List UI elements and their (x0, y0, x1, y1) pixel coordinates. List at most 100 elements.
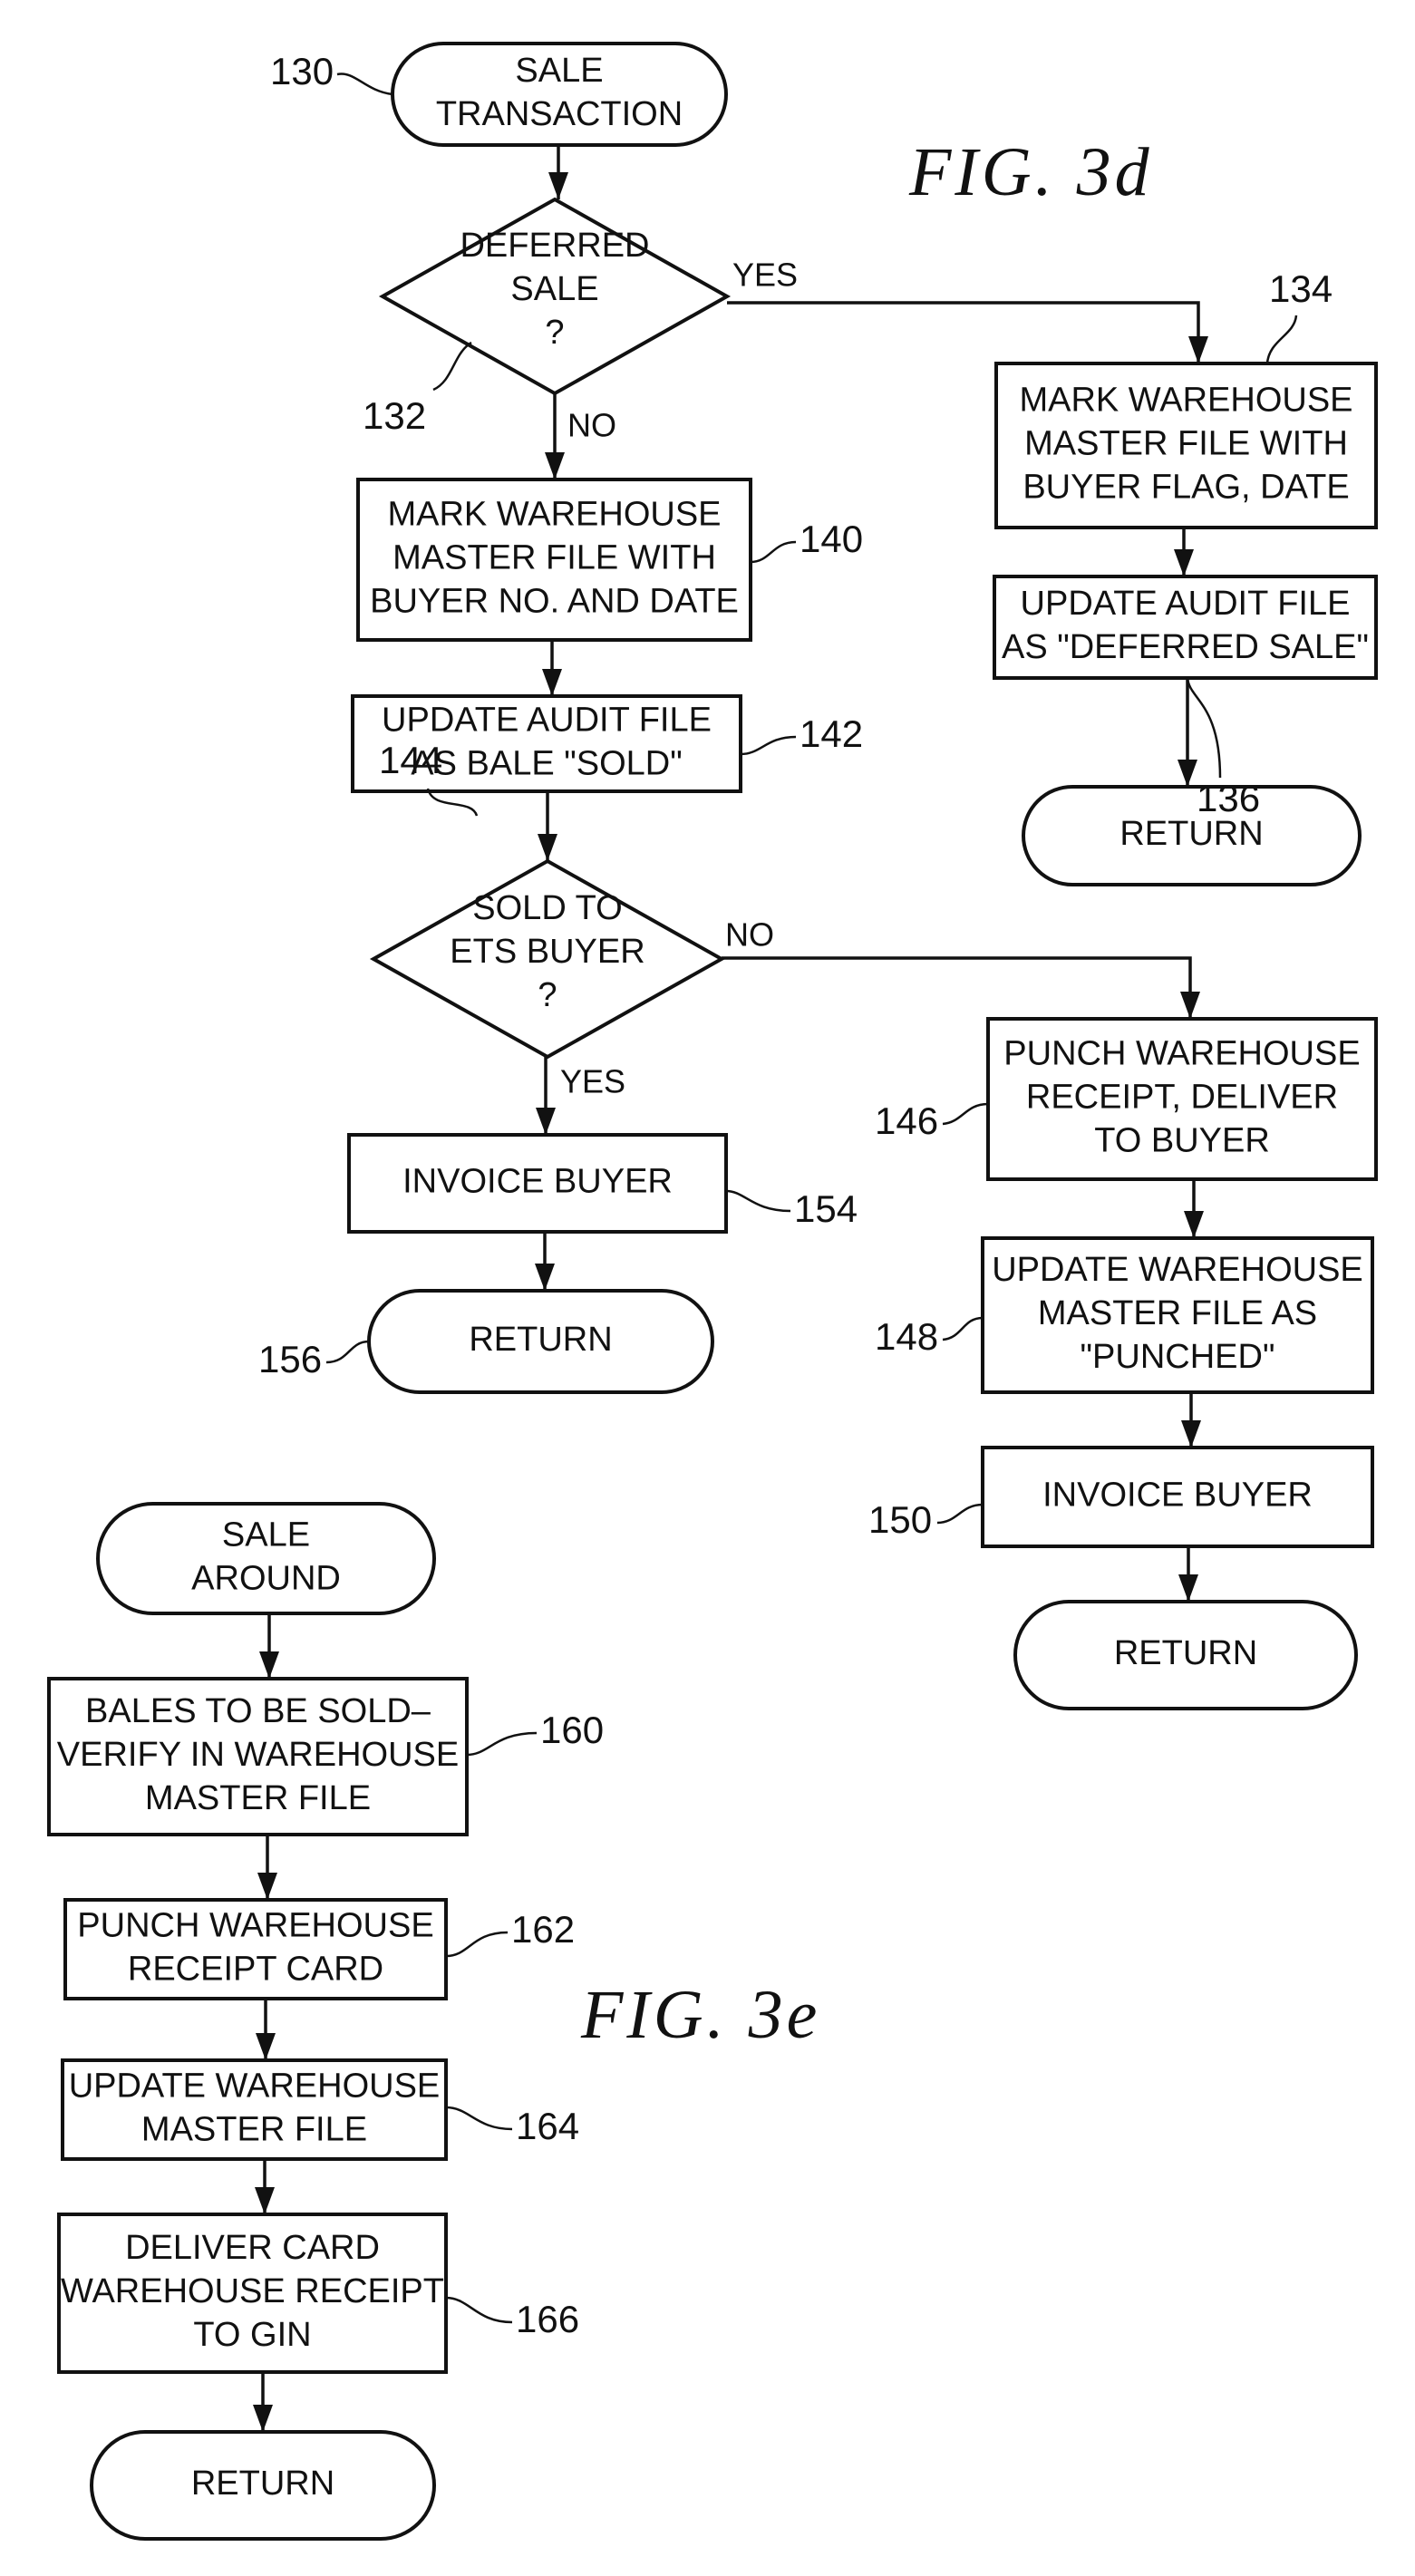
node-text-line: ? (538, 976, 557, 1014)
process-box (993, 575, 1378, 680)
node-text-line: "PUNCHED" (1081, 1338, 1275, 1376)
branch-label-no: NO (567, 407, 616, 444)
flow-node-154-process: INVOICE BUYER (347, 1133, 728, 1234)
reference-numeral-144: 144 (379, 739, 442, 781)
flow-edge-166-to-ret-3e (253, 2372, 273, 2432)
arrowhead-icon (535, 1264, 555, 1291)
arrowhead-icon (1184, 1211, 1204, 1238)
node-text-line: WAREHOUSE RECEIPT (61, 2272, 444, 2310)
arrowhead-icon (536, 1108, 556, 1135)
reference-numeral-156: 156 (258, 1338, 322, 1380)
arrowhead-icon (1178, 1574, 1198, 1602)
reference-numeral-166: 166 (516, 2298, 579, 2340)
node-text-line: MASTER FILE (145, 1779, 371, 1817)
node-text-line: UPDATE AUDIT FILE (1021, 585, 1351, 623)
node-text-line: AS BALE "SOLD" (411, 745, 682, 783)
node-text-line: UPDATE AUDIT FILE (382, 702, 712, 740)
node-text-line: RETURN (1119, 815, 1263, 853)
terminal-pill (1022, 785, 1362, 886)
arrowhead-icon (542, 669, 562, 696)
reference-leader-line (336, 73, 393, 96)
node-text-line: DELIVER CARD (125, 2229, 380, 2267)
reference-numeral-164: 164 (516, 2105, 579, 2147)
terminal-pill (1013, 1600, 1358, 1710)
process-box (981, 1236, 1374, 1394)
reference-leader-line (1186, 677, 1222, 779)
flow-edge-140-to-142 (542, 640, 562, 696)
node-text-line: RETURN (469, 1321, 612, 1359)
flow-edge-142-to-144 (538, 791, 557, 861)
process-box (981, 1446, 1374, 1548)
flow-node-156-terminal: RETURN (367, 1289, 714, 1394)
node-text-line: MASTER FILE (141, 2111, 367, 2149)
branch-label-yes: YES (732, 257, 798, 294)
flow-node-160-process: BALES TO BE SOLD–VERIFY IN WAREHOUSEMAST… (47, 1677, 469, 1836)
node-text-line: PUNCH WAREHOUSE (77, 1907, 433, 1945)
reference-numeral-150: 150 (868, 1498, 932, 1541)
flow-node-162-process: PUNCH WAREHOUSE RECEIPT CARD (63, 1898, 448, 2000)
node-text-line: RETURN (1114, 1634, 1257, 1672)
flow-edge-146-to-148 (1184, 1179, 1204, 1238)
reference-leader-line (466, 1731, 538, 1757)
node-text-line: DEFERRED (460, 227, 649, 265)
node-text-line: UPDATE WAREHOUSE (992, 1251, 1363, 1289)
node-text-line: MASTER FILE WITH (393, 539, 716, 577)
node-text-line: VERIFY IN WAREHOUSE (57, 1736, 459, 1774)
reference-leader-line (445, 2106, 513, 2131)
arrowhead-icon (259, 1651, 279, 1679)
node-text-line: INVOICE BUYER (402, 1163, 673, 1201)
node-text-line: RECEIPT, DELIVER (1026, 1079, 1338, 1117)
decision-diamond (369, 858, 726, 1060)
reference-numeral-132: 132 (363, 394, 426, 437)
reference-leader-line (936, 1503, 984, 1525)
arrowhead-icon (1180, 992, 1200, 1019)
flow-edge-162-to-164 (256, 1999, 276, 2060)
flow-node-ret-3e-terminal: RETURN (90, 2430, 436, 2541)
node-text-line: MASTER FILE WITH (1024, 425, 1348, 463)
arrowhead-icon (1178, 760, 1197, 787)
reference-leader-line (942, 1316, 984, 1341)
process-box (356, 478, 752, 642)
node-text-line: SALE (510, 270, 598, 308)
process-box (57, 2213, 448, 2374)
reference-leader-line (426, 788, 479, 817)
node-text-line: MARK WAREHOUSE (387, 496, 721, 534)
label-layer: FIG. 3d FIG. 3e 130132134136140142144154… (258, 50, 1333, 2340)
reference-leader-line (725, 1189, 791, 1213)
reference-numeral-162: 162 (511, 1908, 575, 1951)
node-text-line: RECEIPT CARD (128, 1951, 383, 1989)
reference-numeral-134: 134 (1269, 267, 1333, 310)
arrowhead-icon (257, 1873, 277, 1900)
node-text-line: ETS BUYER (450, 933, 645, 971)
node-text-line: RETURN (191, 2465, 334, 2503)
process-box (986, 1017, 1378, 1181)
process-box (347, 1133, 728, 1234)
process-box (61, 2058, 448, 2161)
reference-leader-line (740, 735, 797, 756)
flow-edge-132-to-134: YES (727, 257, 1208, 363)
connector-line (722, 956, 1192, 1019)
reference-leader-line (942, 1102, 989, 1126)
reference-numeral-140: 140 (800, 518, 863, 560)
flow-edge-164-to-166 (255, 2159, 275, 2214)
flow-edge-134-to-136 (1174, 528, 1194, 576)
flow-edge-132-to-140: NO (545, 393, 616, 479)
process-box (63, 1898, 448, 2000)
reference-leader-line (325, 1340, 370, 1364)
figure-caption-3d: FIG. 3d (908, 134, 1153, 210)
reference-numeral-160: 160 (540, 1709, 604, 1751)
node-text-line: INVOICE BUYER (1042, 1477, 1313, 1515)
figure-caption-3e: FIG. 3e (580, 1977, 820, 2053)
branch-label-no: NO (725, 916, 774, 954)
arrowhead-icon (1174, 549, 1194, 576)
reference-leader-line (1265, 315, 1298, 364)
node-text-line: MARK WAREHOUSE (1019, 382, 1352, 420)
process-box (351, 694, 742, 793)
terminal-pill (96, 1502, 436, 1615)
